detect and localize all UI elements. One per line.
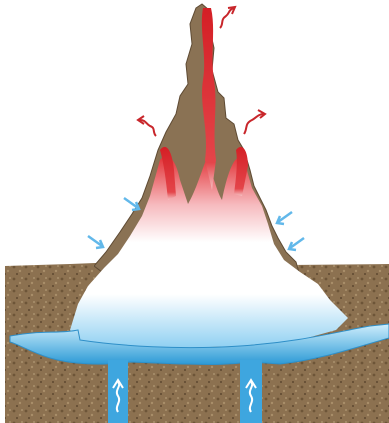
heat-arrow-top <box>220 7 235 28</box>
inflow-arrow-right-upper <box>277 212 292 224</box>
inflow-arrow-right-lower <box>289 238 304 250</box>
inflow-arrow-left-upper <box>124 198 139 210</box>
heat-arrow-left <box>138 116 156 136</box>
heat-arrow-right <box>244 110 265 134</box>
inflow-arrow-left-lower <box>88 236 103 248</box>
